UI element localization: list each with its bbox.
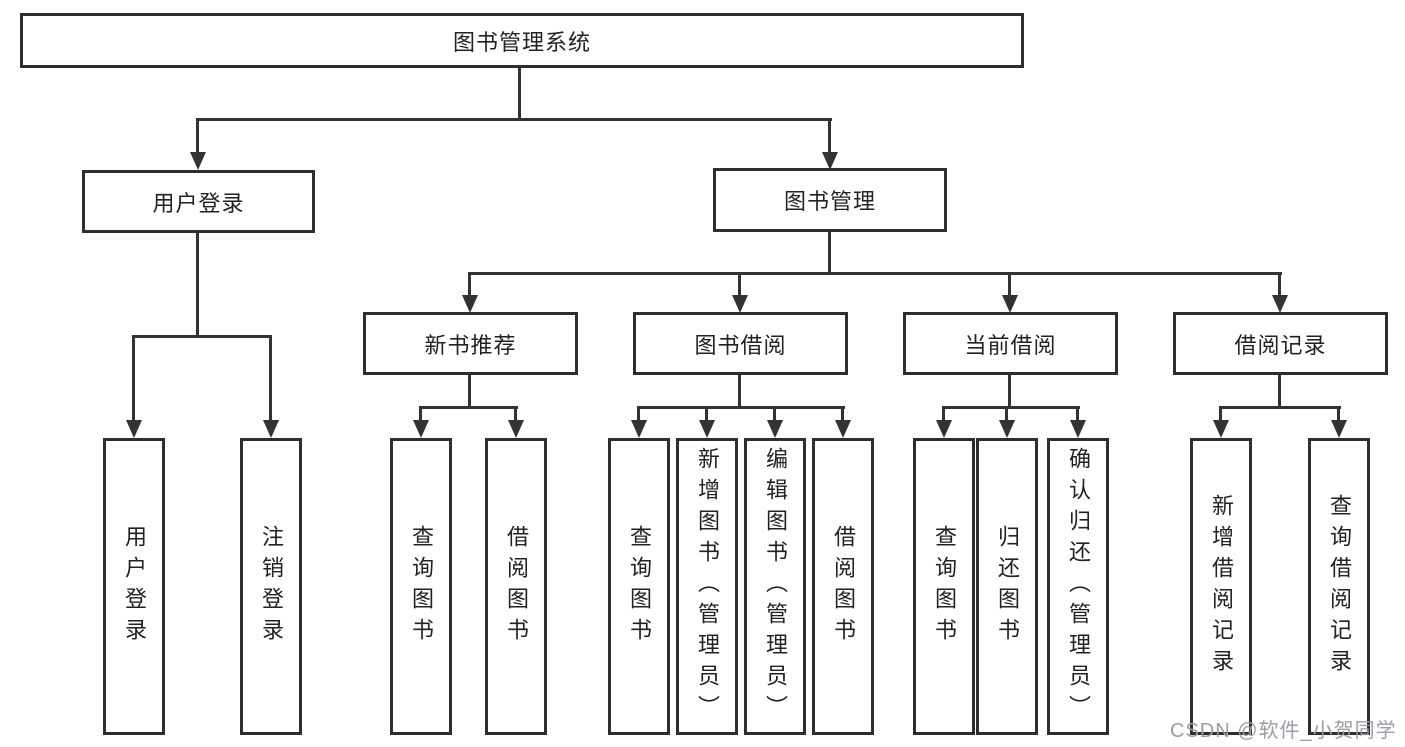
leaf-label: 新增图书（管理员） (695, 447, 720, 726)
arrow-down-icon (263, 420, 279, 438)
connector-newbook-drop-1 (419, 406, 422, 420)
node-root: 图书管理系统 (20, 13, 1024, 68)
leaf-add-borrow-record: 新增借阅记录 (1190, 438, 1252, 735)
arrow-down-icon (631, 420, 647, 438)
arrow-down-icon (936, 420, 952, 438)
arrow-down-icon (699, 420, 715, 438)
connector-userlogin-bar (132, 335, 272, 338)
connector-newbook-drop-2 (514, 406, 517, 420)
connector-userlogin-stem (196, 233, 199, 335)
connector-currentborrow-bar (942, 406, 1080, 409)
connector-userlogin-drop-2 (269, 335, 272, 420)
leaf-query-books-borrow: 查询图书 (608, 438, 670, 735)
connector-bookmgmt-bar (468, 272, 1282, 275)
connector-borrowrecord-drop-1 (1219, 406, 1222, 420)
arrow-down-icon (1002, 295, 1018, 313)
leaf-confirm-return-admin: 确认归还（管理员） (1047, 438, 1109, 735)
leaf-edit-books-admin: 编辑图书（管理员） (744, 438, 806, 735)
arrow-down-icon (1331, 420, 1347, 438)
leaf-borrow-books-recommend: 借阅图书 (485, 438, 547, 735)
arrow-down-icon (190, 152, 206, 170)
arrow-down-icon (767, 420, 783, 438)
arrow-down-icon (822, 152, 838, 170)
connector-root-drop-right (828, 118, 831, 152)
arrow-down-icon (1272, 295, 1288, 313)
connector-bookborrow-drop-1 (637, 406, 640, 420)
arrow-down-icon (732, 295, 748, 313)
connector-userlogin-drop-1 (132, 335, 135, 420)
connector-root-bar (196, 118, 832, 121)
leaf-label: 查询图书 (409, 524, 434, 649)
leaf-borrow-books: 借阅图书 (812, 438, 874, 735)
connector-root-drop-left (196, 118, 199, 152)
connector-bookborrow-drop-2 (705, 406, 708, 420)
leaf-label: 查询借阅记录 (1327, 493, 1352, 680)
leaf-label: 确认归还（管理员） (1066, 447, 1091, 726)
connector-bookborrow-drop-3 (773, 406, 776, 420)
arrow-down-icon (413, 420, 429, 438)
connector-currentborrow-drop-1 (942, 406, 945, 420)
node-borrow-record: 借阅记录 (1173, 312, 1388, 375)
leaf-add-books-admin: 新增图书（管理员） (676, 438, 738, 735)
leaf-label: 查询图书 (932, 524, 957, 649)
arrow-down-icon (999, 420, 1015, 438)
connector-bookmgmt-drop-3 (1008, 272, 1011, 295)
connector-currentborrow-drop-3 (1076, 406, 1079, 420)
arrow-down-icon (1070, 420, 1086, 438)
connector-newbook-bar (419, 406, 518, 409)
arrow-down-icon (835, 420, 851, 438)
leaf-label: 查询图书 (627, 524, 652, 649)
leaf-logout: 注销登录 (240, 438, 302, 735)
connector-borrowrecord-bar (1219, 406, 1341, 409)
leaf-return-books: 归还图书 (976, 438, 1038, 735)
connector-bookmgmt-drop-1 (468, 272, 471, 295)
arrow-down-icon (1213, 420, 1229, 438)
leaf-query-borrow-record: 查询借阅记录 (1308, 438, 1370, 735)
leaf-label: 归还图书 (995, 524, 1020, 649)
node-new-book-recommend: 新书推荐 (363, 312, 578, 375)
leaf-label: 编辑图书（管理员） (763, 447, 788, 726)
leaf-label: 用户登录 (122, 524, 147, 649)
leaf-user-login: 用户登录 (103, 438, 165, 735)
connector-bookborrow-stem (738, 375, 741, 406)
arrow-down-icon (508, 420, 524, 438)
connector-root-stem (518, 68, 521, 118)
leaf-label: 借阅图书 (504, 524, 529, 649)
connector-bookborrow-bar (637, 406, 845, 409)
connector-bookmgmt-stem (828, 232, 831, 272)
connector-currentborrow-drop-2 (1005, 406, 1008, 420)
connector-newbook-stem (468, 375, 471, 406)
node-user-login: 用户登录 (82, 170, 315, 233)
arrow-down-icon (126, 420, 142, 438)
csdn-watermark: CSDN @软件_小贺同学 (1170, 720, 1397, 742)
connector-bookmgmt-drop-4 (1278, 272, 1281, 295)
leaf-label: 注销登录 (259, 524, 284, 649)
leaf-query-books-recommend: 查询图书 (390, 438, 452, 735)
arrow-down-icon (462, 295, 478, 313)
connector-borrowrecord-stem (1278, 375, 1281, 406)
node-book-management: 图书管理 (713, 168, 947, 232)
leaf-label: 新增借阅记录 (1209, 493, 1234, 680)
connector-bookmgmt-drop-2 (738, 272, 741, 295)
leaf-label: 借阅图书 (831, 524, 856, 649)
connector-borrowrecord-drop-2 (1337, 406, 1340, 420)
node-book-borrow: 图书借阅 (633, 312, 848, 375)
leaf-query-books-current: 查询图书 (913, 438, 975, 735)
connector-currentborrow-stem (1008, 375, 1011, 406)
connector-bookborrow-drop-4 (841, 406, 844, 420)
node-current-borrow: 当前借阅 (903, 312, 1118, 375)
